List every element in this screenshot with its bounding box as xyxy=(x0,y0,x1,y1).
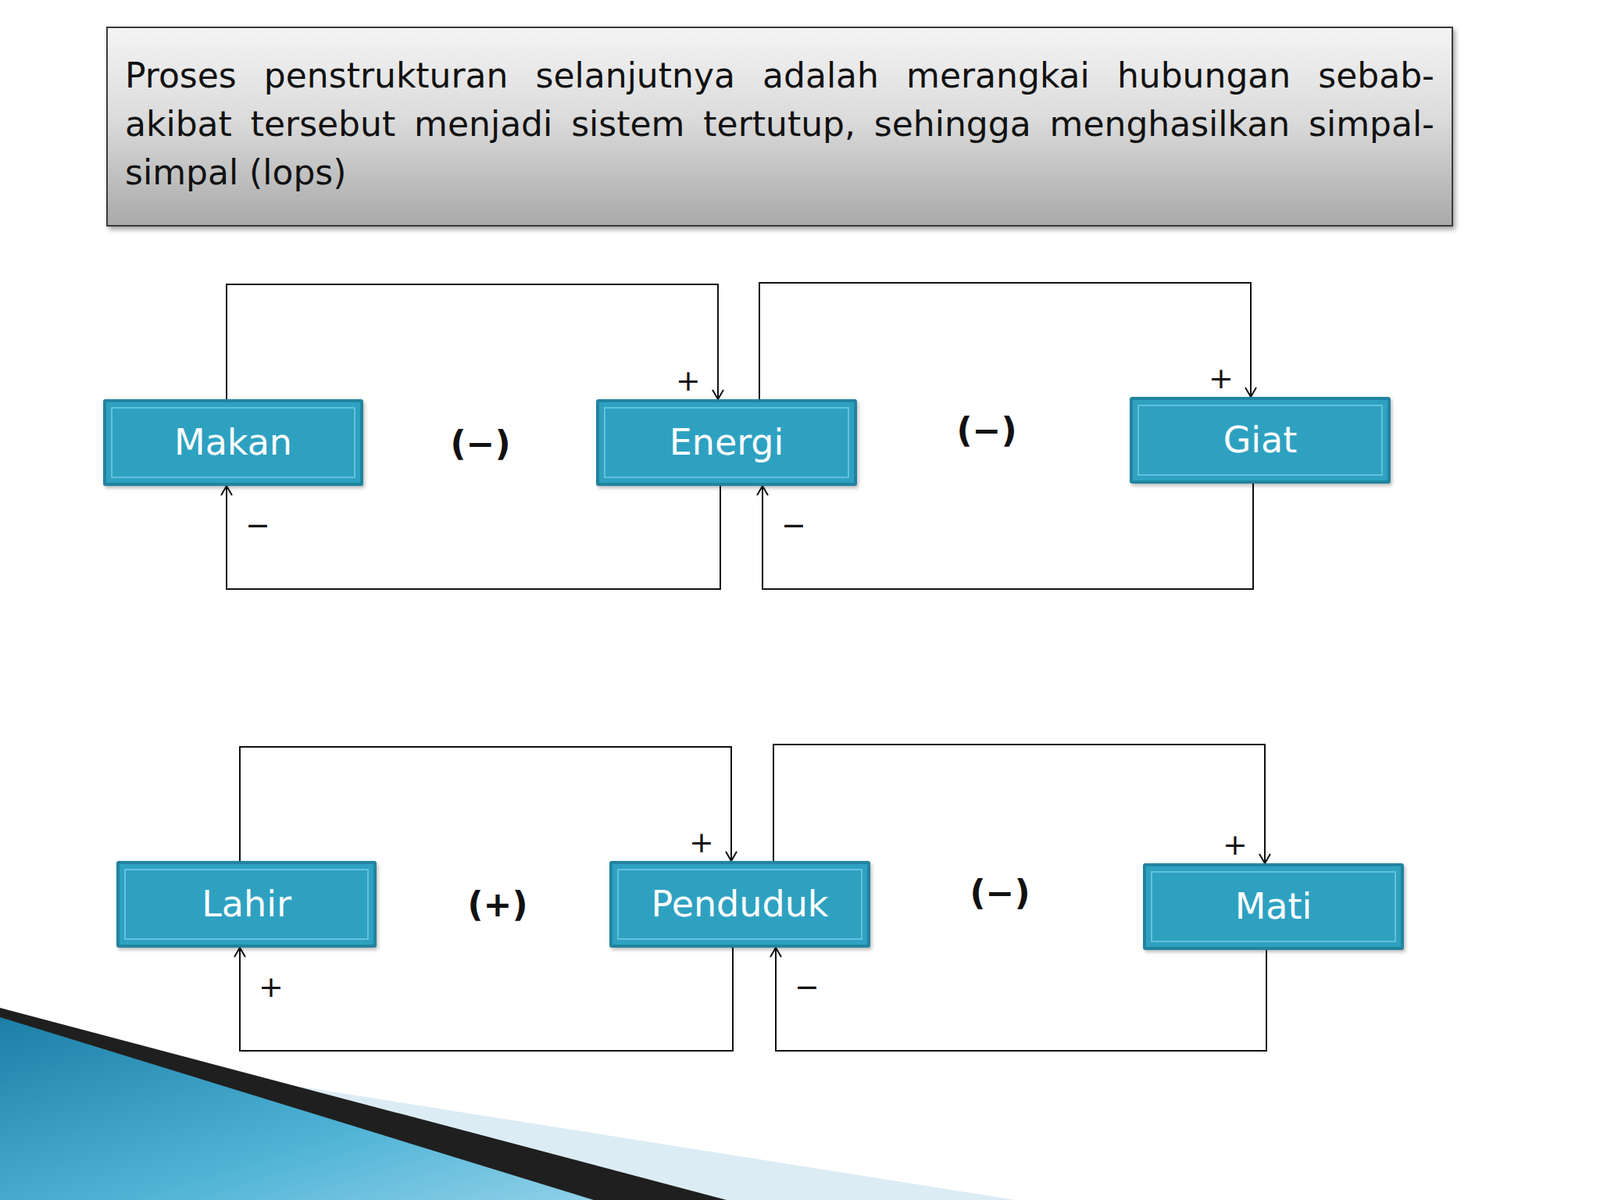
polarity-sign: − xyxy=(792,971,822,1002)
title-text: Proses penstrukturan selanjutnya adalah … xyxy=(125,51,1435,197)
causal-link xyxy=(762,483,1254,590)
polarity-sign: + xyxy=(256,971,286,1002)
loop-polarity: (−) xyxy=(966,875,1033,911)
loop-polarity: (−) xyxy=(953,413,1020,448)
title-box: Proses penstrukturan selanjutnya adalah … xyxy=(106,26,1454,227)
polarity-sign: + xyxy=(673,365,704,396)
variable-box: Mati xyxy=(1142,863,1404,950)
causal-link xyxy=(239,947,733,1051)
causal-link xyxy=(773,744,1265,864)
swoosh-blue xyxy=(0,1017,594,1200)
variable-label: Giat xyxy=(1223,420,1298,461)
causal-link xyxy=(759,282,1251,400)
variable-box: Energi xyxy=(596,399,858,486)
swoosh-dark xyxy=(0,1007,727,1200)
polarity-sign: + xyxy=(1220,829,1250,860)
variable-box: Lahir xyxy=(116,860,377,948)
loop-polarity: (−) xyxy=(446,426,514,461)
causal-link xyxy=(775,947,1267,1051)
variable-label: Penduduk xyxy=(651,884,829,925)
causal-link xyxy=(239,746,732,861)
variable-label: Lahir xyxy=(201,884,292,925)
polarity-sign: + xyxy=(1206,363,1236,393)
variable-box: Giat xyxy=(1129,396,1391,484)
variable-box: Makan xyxy=(103,399,364,486)
variable-label: Energi xyxy=(669,422,785,463)
polarity-sign: − xyxy=(242,510,273,540)
polarity-sign: + xyxy=(686,827,717,858)
polarity-sign: − xyxy=(778,510,809,540)
causal-link xyxy=(226,284,718,400)
variable-label: Makan xyxy=(174,422,293,463)
variable-label: Mati xyxy=(1235,886,1313,927)
causal-link xyxy=(226,485,721,590)
variable-box: Penduduk xyxy=(609,860,871,948)
loop-polarity: (+) xyxy=(464,887,531,922)
